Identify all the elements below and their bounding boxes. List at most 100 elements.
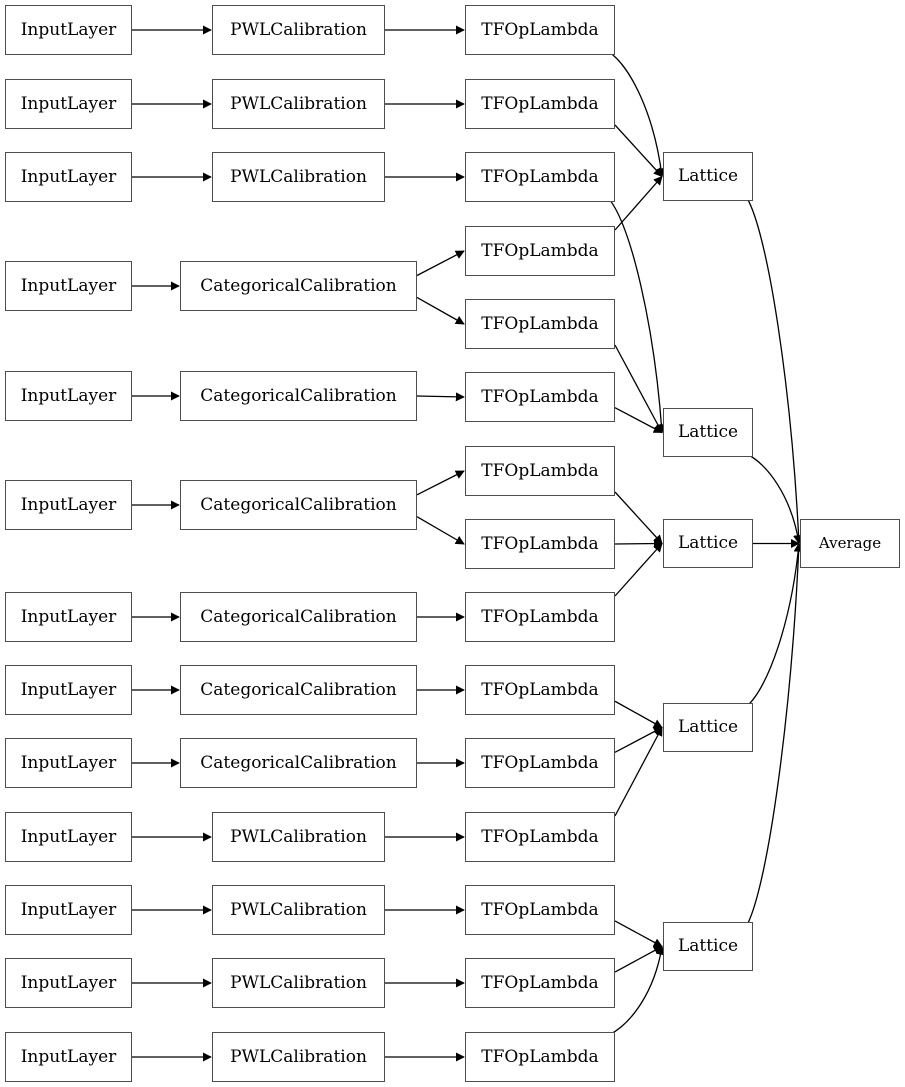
node-lat3[interactable]: Lattice bbox=[663, 519, 753, 568]
node-lam3[interactable]: TFOpLambda bbox=[465, 152, 615, 202]
edge-lam5-to-lat2 bbox=[614, 344, 663, 434]
node-lat2[interactable]: Lattice bbox=[663, 408, 753, 457]
node-label: InputLayer bbox=[20, 93, 117, 114]
node-label: TFOpLambda bbox=[481, 240, 599, 261]
node-avg[interactable]: Average bbox=[800, 519, 900, 568]
edge-cal6-to-lam8 bbox=[416, 516, 465, 545]
node-cal4[interactable]: CategoricalCalibration bbox=[180, 261, 417, 311]
node-in12[interactable]: InputLayer bbox=[5, 958, 132, 1008]
node-lam15[interactable]: TFOpLambda bbox=[465, 1032, 615, 1082]
node-label: PWLCalibration bbox=[230, 19, 367, 40]
node-label: Lattice bbox=[677, 533, 739, 553]
node-label: InputLayer bbox=[20, 826, 117, 847]
edge-lat4-to-avg bbox=[746, 542, 803, 707]
edge-lam10-to-lat4 bbox=[614, 700, 663, 729]
node-label: InputLayer bbox=[20, 899, 117, 920]
node-lam5[interactable]: TFOpLambda bbox=[465, 299, 615, 349]
node-lam1[interactable]: TFOpLambda bbox=[465, 5, 615, 55]
node-label: TFOpLambda bbox=[481, 1046, 599, 1067]
node-label: CategoricalCalibration bbox=[200, 275, 397, 296]
node-lam10[interactable]: TFOpLambda bbox=[465, 665, 615, 715]
edge-lam15-to-lat5 bbox=[608, 945, 666, 1036]
edge-cal4-to-lam4 bbox=[416, 250, 465, 277]
node-label: InputLayer bbox=[20, 606, 117, 627]
node-label: TFOpLambda bbox=[481, 752, 599, 773]
node-label: TFOpLambda bbox=[481, 386, 599, 407]
node-label: InputLayer bbox=[20, 275, 117, 296]
node-label: TFOpLambda bbox=[481, 899, 599, 920]
node-label: Average bbox=[818, 534, 882, 552]
edge-lam6-to-lat2 bbox=[614, 407, 663, 434]
edge-lam7-to-lat3 bbox=[614, 491, 663, 545]
node-cal5[interactable]: CategoricalCalibration bbox=[180, 371, 417, 421]
node-label: CategoricalCalibration bbox=[200, 385, 397, 406]
node-label: InputLayer bbox=[20, 752, 117, 773]
node-lam8[interactable]: TFOpLambda bbox=[465, 519, 615, 569]
node-label: TFOpLambda bbox=[481, 606, 599, 627]
edge-lam4-to-lat1 bbox=[614, 175, 663, 231]
node-label: CategoricalCalibration bbox=[200, 679, 397, 700]
node-in4[interactable]: InputLayer bbox=[5, 261, 132, 311]
node-cal6[interactable]: CategoricalCalibration bbox=[180, 480, 417, 530]
node-label: TFOpLambda bbox=[481, 93, 599, 114]
node-label: TFOpLambda bbox=[481, 313, 599, 334]
node-label: Lattice bbox=[677, 936, 739, 956]
node-cal12[interactable]: PWLCalibration bbox=[212, 958, 385, 1008]
node-cal1[interactable]: PWLCalibration bbox=[212, 5, 385, 55]
node-lam14[interactable]: TFOpLambda bbox=[465, 958, 615, 1008]
edge-lam9-to-lat3 bbox=[614, 542, 663, 597]
node-label: TFOpLambda bbox=[481, 460, 599, 481]
node-label: InputLayer bbox=[20, 679, 117, 700]
node-in7[interactable]: InputLayer bbox=[5, 592, 132, 642]
edge-lam2-to-lat1 bbox=[614, 124, 663, 178]
edge-lam14-to-lat5 bbox=[614, 945, 663, 973]
node-label: TFOpLambda bbox=[481, 826, 599, 847]
edge-lam12-to-lat4 bbox=[614, 726, 663, 817]
node-label: TFOpLambda bbox=[481, 533, 599, 554]
node-lam13[interactable]: TFOpLambda bbox=[465, 885, 615, 935]
node-cal13[interactable]: PWLCalibration bbox=[212, 1032, 385, 1082]
edge-lat1-to-avg bbox=[746, 197, 804, 545]
node-cal2[interactable]: PWLCalibration bbox=[212, 79, 385, 129]
node-cal7[interactable]: CategoricalCalibration bbox=[180, 592, 417, 642]
node-lat5[interactable]: Lattice bbox=[663, 922, 753, 971]
edge-lam11-to-lat4 bbox=[614, 726, 663, 753]
edge-lam8-to-lat3 bbox=[614, 539, 663, 549]
node-label: PWLCalibration bbox=[230, 899, 367, 920]
edge-cal4-to-lam5 bbox=[416, 296, 465, 325]
node-label: TFOpLambda bbox=[481, 166, 599, 187]
node-in11[interactable]: InputLayer bbox=[5, 885, 132, 935]
node-in9[interactable]: InputLayer bbox=[5, 738, 132, 788]
node-lam11[interactable]: TFOpLambda bbox=[465, 738, 615, 788]
node-label: CategoricalCalibration bbox=[200, 494, 397, 515]
node-in8[interactable]: InputLayer bbox=[5, 665, 132, 715]
node-lam4[interactable]: TFOpLambda bbox=[465, 226, 615, 276]
edge-lam13-to-lat5 bbox=[614, 920, 663, 948]
node-lam2[interactable]: TFOpLambda bbox=[465, 79, 615, 129]
node-label: InputLayer bbox=[20, 494, 117, 515]
node-label: TFOpLambda bbox=[481, 19, 599, 40]
node-in10[interactable]: InputLayer bbox=[5, 812, 132, 862]
node-lat4[interactable]: Lattice bbox=[663, 703, 753, 752]
node-in6[interactable]: InputLayer bbox=[5, 480, 132, 530]
node-cal8[interactable]: CategoricalCalibration bbox=[180, 665, 417, 715]
node-in13[interactable]: InputLayer bbox=[5, 1032, 132, 1082]
node-cal11[interactable]: PWLCalibration bbox=[212, 885, 385, 935]
node-in2[interactable]: InputLayer bbox=[5, 79, 132, 129]
node-lam7[interactable]: TFOpLambda bbox=[465, 446, 615, 496]
node-in5[interactable]: InputLayer bbox=[5, 371, 132, 421]
node-label: InputLayer bbox=[20, 19, 117, 40]
node-in1[interactable]: InputLayer bbox=[5, 5, 132, 55]
edge-lat5-to-avg bbox=[746, 542, 804, 926]
node-cal9[interactable]: CategoricalCalibration bbox=[180, 738, 417, 788]
node-lam12[interactable]: TFOpLambda bbox=[465, 812, 615, 862]
node-label: Lattice bbox=[677, 166, 739, 186]
node-cal10[interactable]: PWLCalibration bbox=[212, 812, 385, 862]
node-lam9[interactable]: TFOpLambda bbox=[465, 592, 615, 642]
node-in3[interactable]: InputLayer bbox=[5, 152, 132, 202]
node-cal3[interactable]: PWLCalibration bbox=[212, 152, 385, 202]
node-lam6[interactable]: TFOpLambda bbox=[465, 372, 615, 422]
node-lat1[interactable]: Lattice bbox=[663, 152, 753, 201]
